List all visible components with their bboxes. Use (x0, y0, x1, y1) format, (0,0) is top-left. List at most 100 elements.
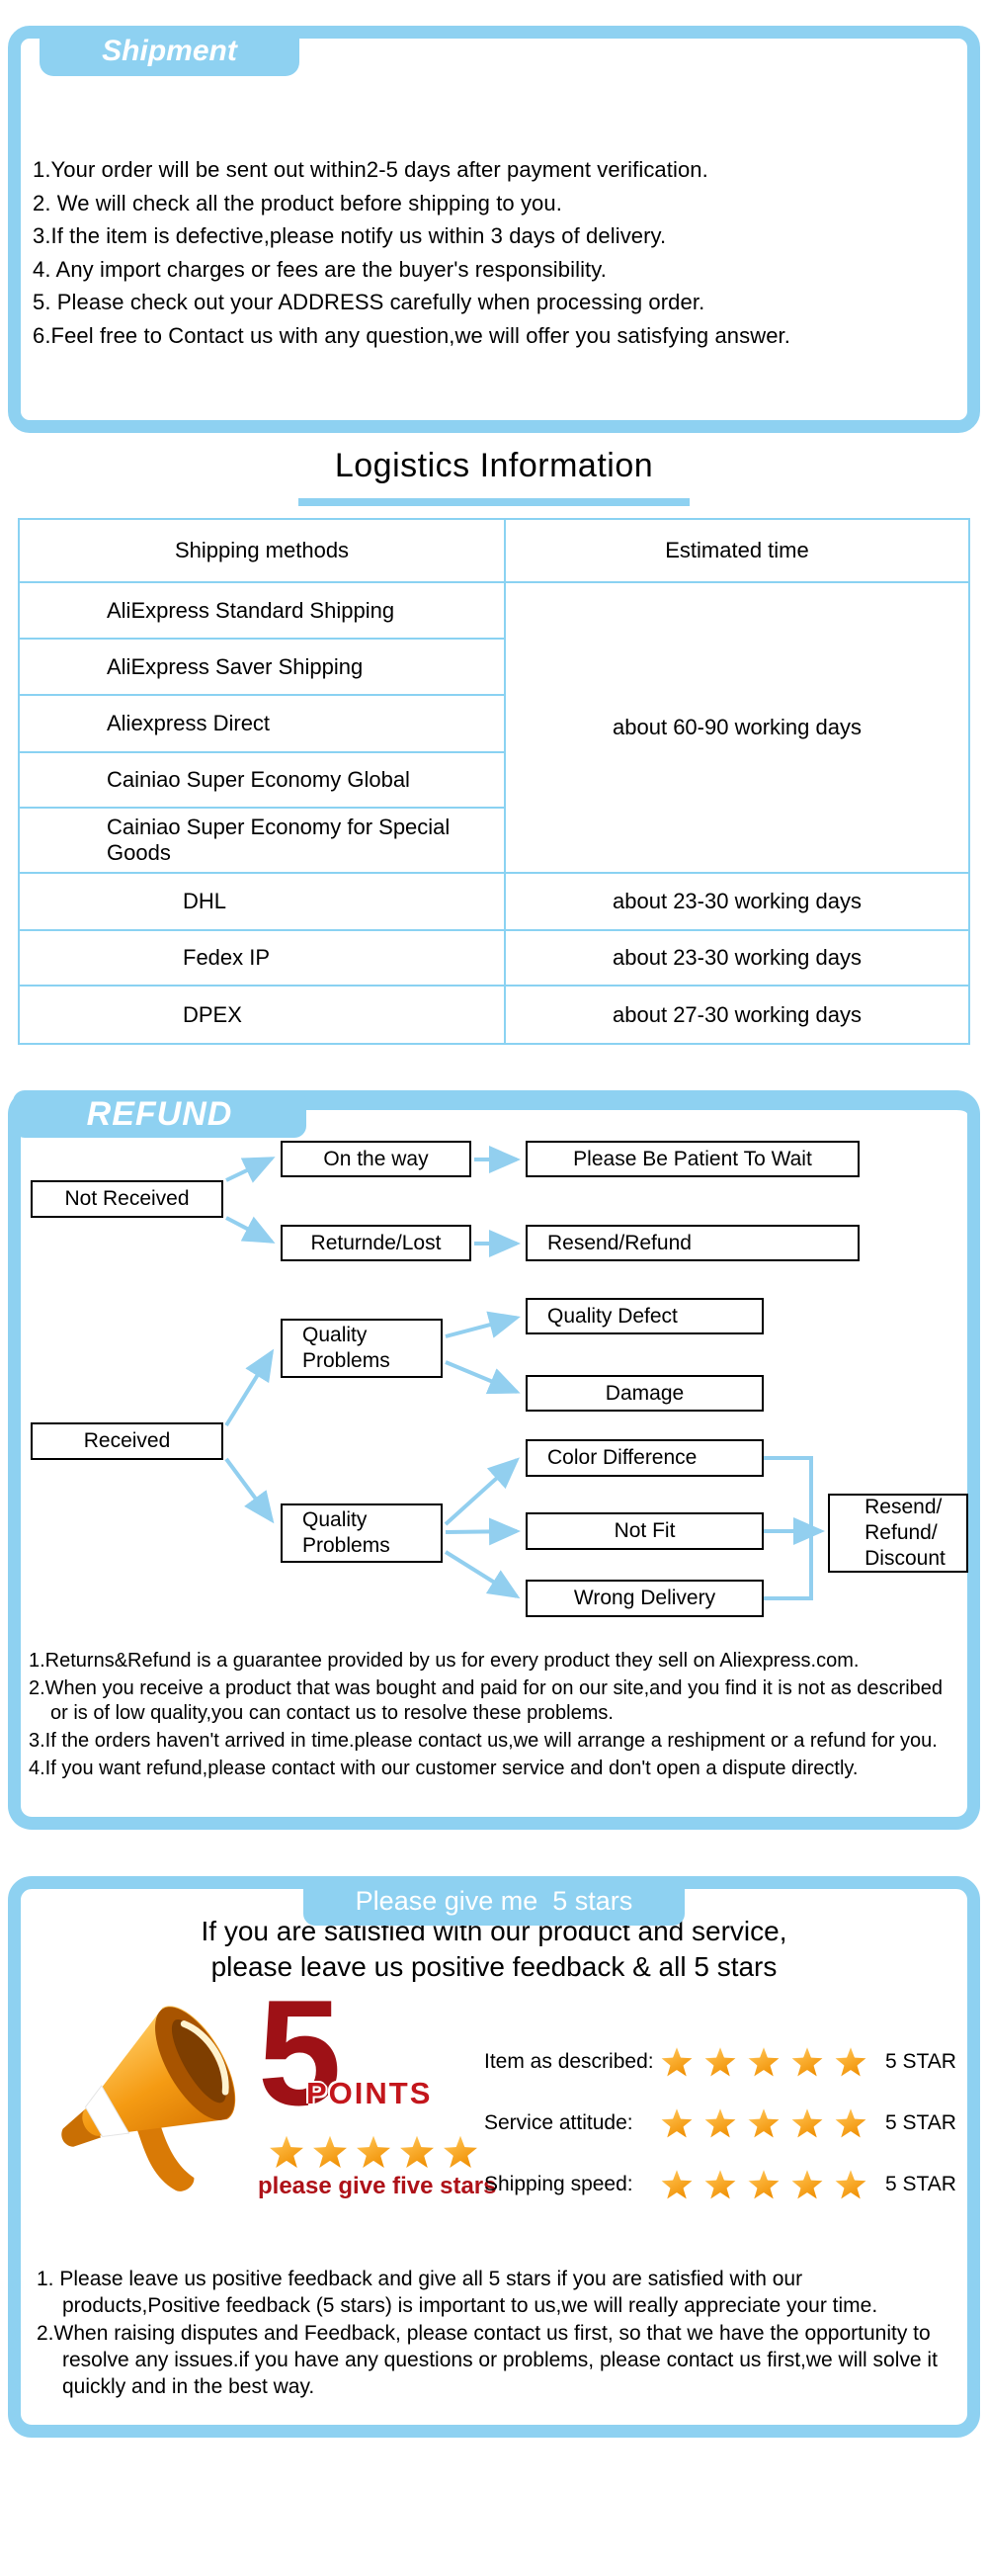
feedback-note: 2.When raising disputes and Feedback, pl… (37, 2322, 938, 2398)
refund-flowchart: Not Received On the way Please Be Patien… (21, 1133, 968, 1647)
refund-note: 1.Returns&Refund is a guarantee provided… (29, 1650, 860, 1672)
header-estimated-time: Estimated time (504, 518, 970, 583)
star-icon (658, 2104, 696, 2141)
star-icon (745, 2043, 782, 2080)
star-icon (701, 2043, 739, 2080)
refund-tab: REFUND (13, 1090, 306, 1138)
shipment-note: 1.Your order will be sent out within2-5 … (33, 157, 708, 182)
feedback-notes: 1. Please leave us positive feedback and… (37, 2266, 953, 2400)
flow-box-received: Received (31, 1422, 223, 1460)
table-row: DPEX about 27-30 working days (18, 985, 970, 1045)
star-icon (832, 2166, 869, 2202)
cell-method: DPEX (18, 985, 506, 1045)
star-icon (266, 2131, 307, 2172)
shipment-note: 6.Feel free to Contact us with any quest… (33, 322, 790, 348)
rating-row: Service attitude: 5 STAR (484, 2102, 978, 2145)
cell-method: AliExpress Saver Shipping (18, 638, 506, 696)
shipment-note: 5. Please check out your ADDRESS careful… (33, 290, 705, 314)
refund-section: REFUND (8, 1090, 980, 1830)
cell-method: Aliexpress Direct (18, 694, 506, 753)
star-icon (440, 2131, 481, 2172)
rating-stars (658, 2104, 869, 2142)
cell-group-time: about 60-90 working days (504, 581, 970, 874)
cell-method: Cainiao Super Economy Global (18, 751, 506, 809)
cell-time: about 23-30 working days (504, 872, 970, 931)
shipment-note: 2. We will check all the product before … (33, 190, 562, 215)
star-icon (658, 2166, 696, 2202)
shipment-tab: Shipment (40, 26, 299, 76)
table-row: Cainiao Super Economy Global (18, 751, 969, 809)
feedback-graphic-row: 5 POINTS please give five stars Item as … (21, 1978, 967, 2222)
points-label: POINTS (306, 2076, 433, 2110)
rating-value: 5 STAR (885, 2173, 956, 2195)
flow-box-returned-lost: Returnde/Lost (281, 1225, 471, 1261)
cell-time: about 27-30 working days (504, 985, 970, 1045)
refund-notes: 1.Returns&Refund is a guarantee provided… (29, 1649, 961, 1781)
megaphone-graphic (61, 2006, 236, 2191)
shipment-note: 3.If the item is defective,please notify… (33, 223, 667, 248)
feedback-box: If you are satisfied with our product an… (8, 1876, 980, 2438)
table-row: AliExpress Saver Shipping (18, 638, 969, 696)
ratings-block: Item as described: 5 STAR Service attitu… (484, 2040, 978, 2224)
refund-note: 3.If the orders haven't arrived in time.… (29, 1730, 938, 1752)
five-stars-tab: Please give me 5 stars (303, 1876, 685, 1926)
flow-box-line: Refund/ (864, 1521, 938, 1544)
flow-box-line: Problems (302, 1534, 390, 1557)
feedback-section: Please give me 5 stars If you are satisf… (8, 1876, 980, 2438)
flow-box-line: Discount (864, 1547, 946, 1570)
cell-method: AliExpress Standard Shipping (18, 581, 506, 640)
flow-box-be-patient: Please Be Patient To Wait (526, 1141, 860, 1177)
refund-box: Not Received On the way Please Be Patien… (8, 1090, 980, 1830)
rating-value: 5 STAR (885, 2111, 956, 2134)
shipment-section: Shipment 1.Your order will be sent out w… (8, 26, 980, 433)
star-icon (745, 2166, 782, 2202)
refund-note: 4.If you want refund,please contact with… (29, 1758, 859, 1779)
star-icon (701, 2166, 739, 2202)
flow-box-line: Problems (302, 1349, 390, 1372)
cell-method: Fedex IP (18, 929, 506, 987)
star-icon (701, 2104, 739, 2141)
headline-line2: please leave us positive feedback & all … (210, 1951, 778, 1982)
refund-note: 2.When you receive a product that was bo… (29, 1677, 944, 1724)
flow-box-color-difference: Color Difference (526, 1439, 764, 1477)
flow-box-not-fit: Not Fit (526, 1512, 764, 1550)
rating-label: Service attitude: (484, 2111, 633, 2134)
five-stars-caption: please give five stars (258, 2173, 497, 2199)
table-row: DHL about 23-30 working days (18, 872, 970, 931)
flow-box-quality-defect: Quality Defect (526, 1298, 764, 1334)
header-shipping-methods: Shipping methods (18, 518, 506, 583)
cell-time: about 23-30 working days (504, 929, 970, 987)
flow-box-line: Quality (302, 1508, 368, 1531)
table-row: Fedex IP about 23-30 working days (18, 929, 970, 987)
table-header-row: Shipping methods Estimated time (18, 518, 970, 583)
star-icon (832, 2043, 869, 2080)
flow-box-line: Resend/ (864, 1496, 943, 1518)
table-row: AliExpress Standard Shipping about 60-90… (18, 581, 970, 874)
feedback-note: 1. Please leave us positive feedback and… (37, 2268, 878, 2317)
flow-box-not-received: Not Received (31, 1180, 223, 1218)
flow-box-on-the-way: On the way (281, 1141, 471, 1177)
logistics-section: Logistics Information Shipping methods E… (0, 447, 988, 1045)
star-icon (745, 2104, 782, 2141)
table-row: Cainiao Super Economy for Special Goods (18, 807, 969, 874)
flow-box-resolution: Resend/Refund/Discount (828, 1494, 968, 1573)
big-five-number: 5 (258, 1969, 342, 2137)
rating-label: Shipping speed: (484, 2173, 633, 2195)
star-icon (832, 2104, 869, 2141)
logistics-title: Logistics Information (334, 447, 654, 484)
rating-stars (658, 2166, 869, 2203)
table-row: Aliexpress Direct (18, 694, 969, 753)
flow-arrows (224, 1146, 825, 1600)
cell-method: Cainiao Super Economy for Special Goods (18, 807, 506, 874)
cell-method: DHL (18, 872, 506, 931)
star-icon (353, 2131, 394, 2172)
title-underline (298, 498, 690, 506)
star-icon (788, 2043, 826, 2080)
flow-box-resend-refund: Resend/Refund (526, 1225, 860, 1261)
rating-row: Item as described: 5 STAR (484, 2040, 978, 2084)
star-icon (658, 2043, 696, 2080)
flow-box-wrong-delivery: Wrong Delivery (526, 1580, 764, 1617)
rating-value: 5 STAR (885, 2050, 956, 2073)
